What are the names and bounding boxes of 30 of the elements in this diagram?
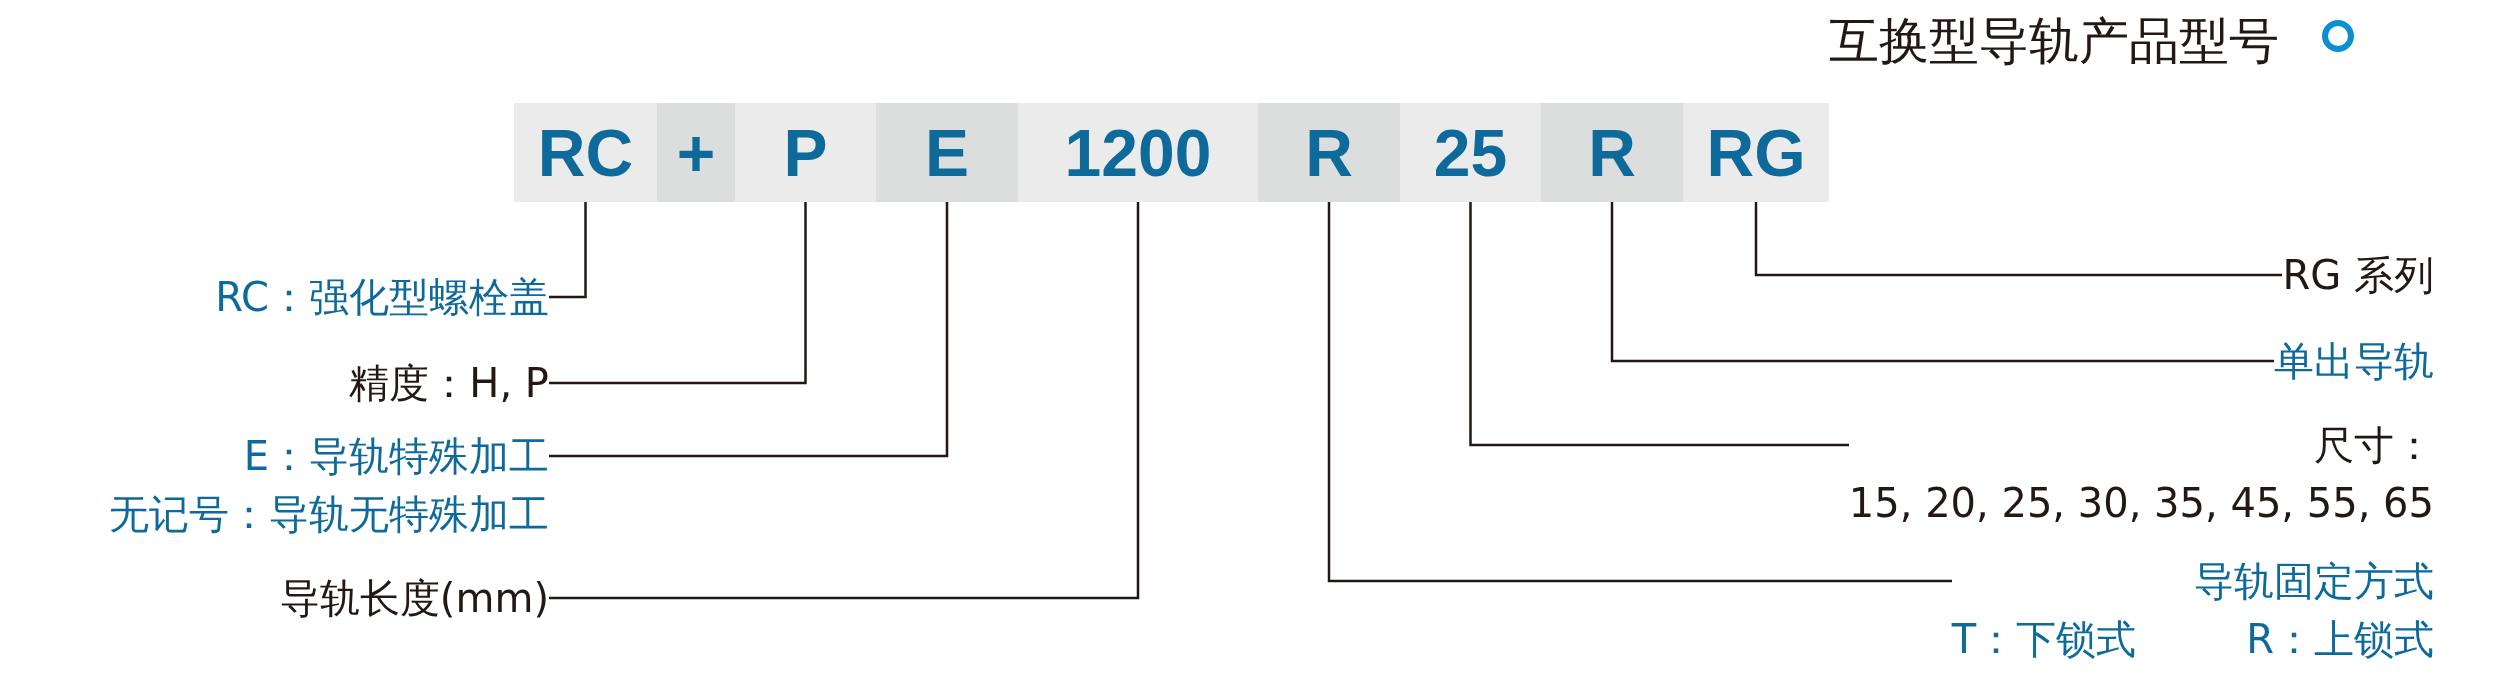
description-text: T：下锁式 xyxy=(1951,615,2137,664)
code-segment: 25 xyxy=(1400,103,1541,202)
leader-line xyxy=(549,202,1140,600)
code-segment: R xyxy=(1541,103,1683,202)
title: 互换型导轨产品型号 xyxy=(1829,11,2279,72)
code-segment: R xyxy=(1258,103,1400,202)
code-segment: + xyxy=(657,103,735,202)
description-text: RG 系列 xyxy=(2282,251,2434,300)
code-segment: P xyxy=(735,103,876,202)
code-segment: 1200 xyxy=(1018,103,1258,202)
description-text: 尺寸： xyxy=(2314,421,2434,470)
leader-line xyxy=(1469,202,1849,447)
description-text: R：上锁式 xyxy=(2246,615,2434,664)
description-text: 导轨长度(mm) xyxy=(279,574,549,623)
description-text: 15, 20, 25, 30, 35, 45, 55, 65 xyxy=(1848,479,2434,528)
description-text: 精度：H, P xyxy=(349,359,549,408)
code-segment: RG xyxy=(1683,103,1829,202)
description-text: 无记号：导轨无特殊加工 xyxy=(109,490,549,539)
leader-line xyxy=(549,202,949,458)
code-segment: E xyxy=(876,103,1018,202)
description-text: 单出导轨 xyxy=(2274,337,2434,386)
description-text: E：导轨特殊加工 xyxy=(243,432,549,481)
leader-line xyxy=(1610,202,2274,363)
leader-line xyxy=(549,202,807,385)
leader-line xyxy=(549,202,587,299)
description-text: RC：强化型螺栓盖 xyxy=(215,273,549,322)
leader-line xyxy=(1327,202,1952,583)
leader-line xyxy=(1754,202,2282,277)
description-text: 导轨固定方式 xyxy=(2194,557,2434,606)
code-segment: RC xyxy=(514,103,657,202)
